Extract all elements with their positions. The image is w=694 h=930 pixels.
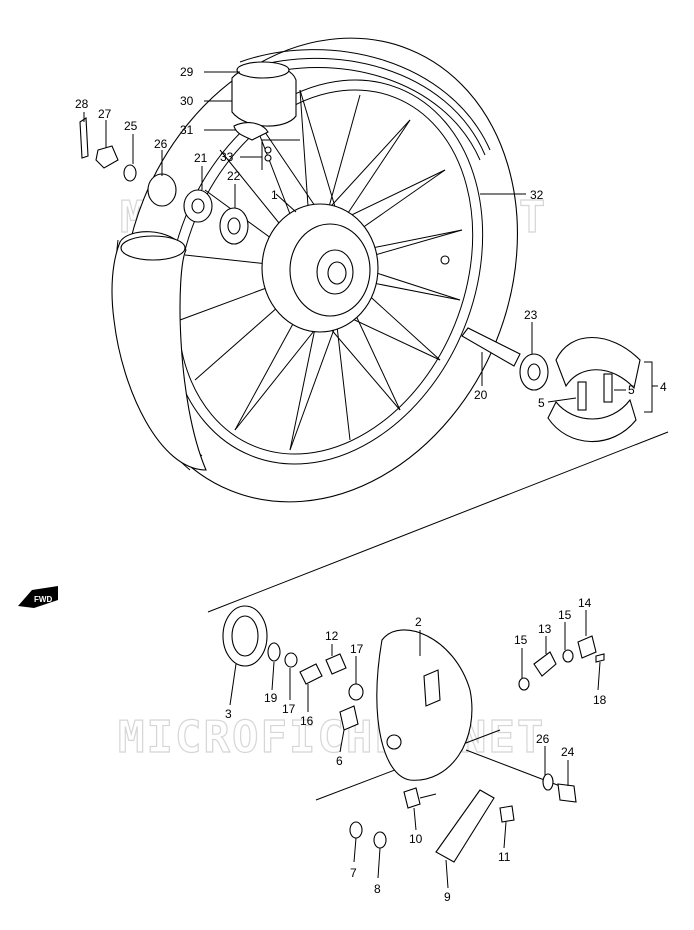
washer-15-right [562, 649, 574, 663]
callout-4: 4 [660, 380, 667, 394]
washer-17-left [284, 652, 298, 668]
callout-15-left: 15 [514, 633, 528, 647]
callout-17-right: 17 [350, 642, 364, 656]
nut-12 [325, 653, 347, 675]
bearing-22-bore [227, 217, 241, 235]
axle-nut-24 [557, 783, 577, 803]
washer-8 [373, 831, 387, 849]
cotter-pin [79, 117, 89, 159]
callout-33: 33 [220, 150, 234, 164]
callout-7: 7 [350, 866, 357, 880]
callout-23: 23 [524, 308, 538, 322]
callout-19: 19 [264, 691, 278, 705]
callout-5-right: 5 [628, 383, 635, 397]
valve [440, 255, 450, 265]
brake-panel-assembly [222, 605, 605, 863]
callout-27: 27 [98, 107, 112, 121]
callout-labels: 1 2 3 4 5 5 6 7 8 9 10 11 12 13 14 15 15… [75, 65, 667, 904]
brake-panel-boss [386, 734, 402, 750]
tire-section-top [120, 235, 186, 261]
callout-24: 24 [561, 745, 575, 759]
callout-17-left: 17 [282, 702, 296, 716]
tube-part-31 [233, 122, 269, 141]
callout-8: 8 [374, 882, 381, 896]
callout-15-right: 15 [558, 608, 572, 622]
rim [166, 79, 484, 465]
hub-center [327, 261, 347, 285]
callout-21: 21 [194, 151, 208, 165]
spring-5-left [577, 381, 587, 411]
watermark-bottom: MICROFICHES.NET [118, 712, 545, 763]
nut-27 [95, 145, 119, 169]
brake-shoe-top [555, 337, 641, 390]
callout-3: 3 [225, 707, 232, 721]
part-33-a [264, 146, 272, 154]
bolt-10-shank [419, 793, 437, 799]
washer-7 [349, 821, 363, 839]
lever-9 [435, 789, 495, 863]
bearing-21-bore [191, 198, 205, 214]
part-33-b [264, 154, 272, 162]
pin-18 [595, 653, 605, 663]
wheel-assembly [111, 37, 518, 503]
adjuster-13 [533, 651, 557, 677]
bolt-10 [403, 787, 421, 809]
brake-panel-2 [376, 629, 473, 781]
spring-5-right [603, 373, 613, 403]
brake-panel-lug [423, 669, 441, 707]
callout-16: 16 [300, 714, 314, 728]
leader-lines [83, 71, 658, 889]
callout-26-bottom: 26 [536, 732, 550, 746]
indicator-16 [299, 663, 323, 685]
callout-1: 1 [271, 188, 278, 202]
brake-shoe-bottom [547, 398, 637, 442]
callout-13: 13 [538, 622, 552, 636]
bracket-4 [644, 361, 653, 413]
callout-30: 30 [180, 94, 194, 108]
spacer-25 [147, 173, 177, 207]
callout-12: 12 [325, 629, 339, 643]
washer-26-top [123, 164, 137, 182]
fwd-arrow: FWD [18, 586, 58, 608]
callout-2: 2 [415, 615, 422, 629]
callout-26-top: 25 [124, 119, 138, 133]
hub-small-parts [79, 117, 249, 245]
fwd-label: FWD [34, 595, 52, 604]
spacer-20 [461, 327, 521, 367]
nut-11 [499, 805, 515, 823]
callout-29: 29 [180, 65, 194, 79]
washer-17-right [348, 683, 364, 701]
nipple-14 [577, 635, 597, 659]
callout-6: 6 [336, 754, 343, 768]
callout-18: 18 [593, 693, 607, 707]
callout-5-left: 5 [538, 396, 545, 410]
brake-shoe-parts [461, 327, 653, 442]
washer-26-bottom [542, 773, 554, 791]
callout-25: 26 [154, 137, 168, 151]
cam-6 [339, 705, 359, 731]
bearing-23-bore [527, 363, 541, 381]
hub [261, 203, 379, 333]
washer-15-left [518, 677, 530, 691]
callout-11: 11 [498, 850, 511, 864]
callout-31: 31 [180, 123, 194, 137]
ring-19 [267, 642, 281, 662]
callout-20: 20 [474, 388, 488, 402]
callout-14: 14 [578, 596, 592, 610]
seal-3-inner [231, 615, 259, 657]
callout-32: 32 [530, 188, 544, 202]
callout-22: 22 [227, 169, 241, 183]
tube-part-29 [236, 61, 290, 79]
callout-28: 28 [75, 97, 89, 111]
callout-9: 9 [444, 890, 451, 904]
callout-10: 10 [409, 832, 423, 846]
